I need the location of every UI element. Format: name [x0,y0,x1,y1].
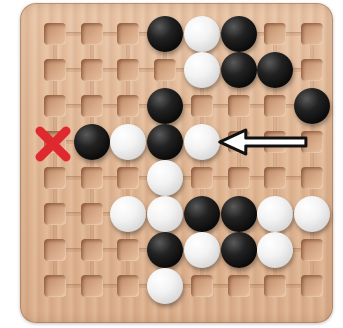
red-x-icon [34,125,72,163]
arrow-shape [220,130,306,154]
